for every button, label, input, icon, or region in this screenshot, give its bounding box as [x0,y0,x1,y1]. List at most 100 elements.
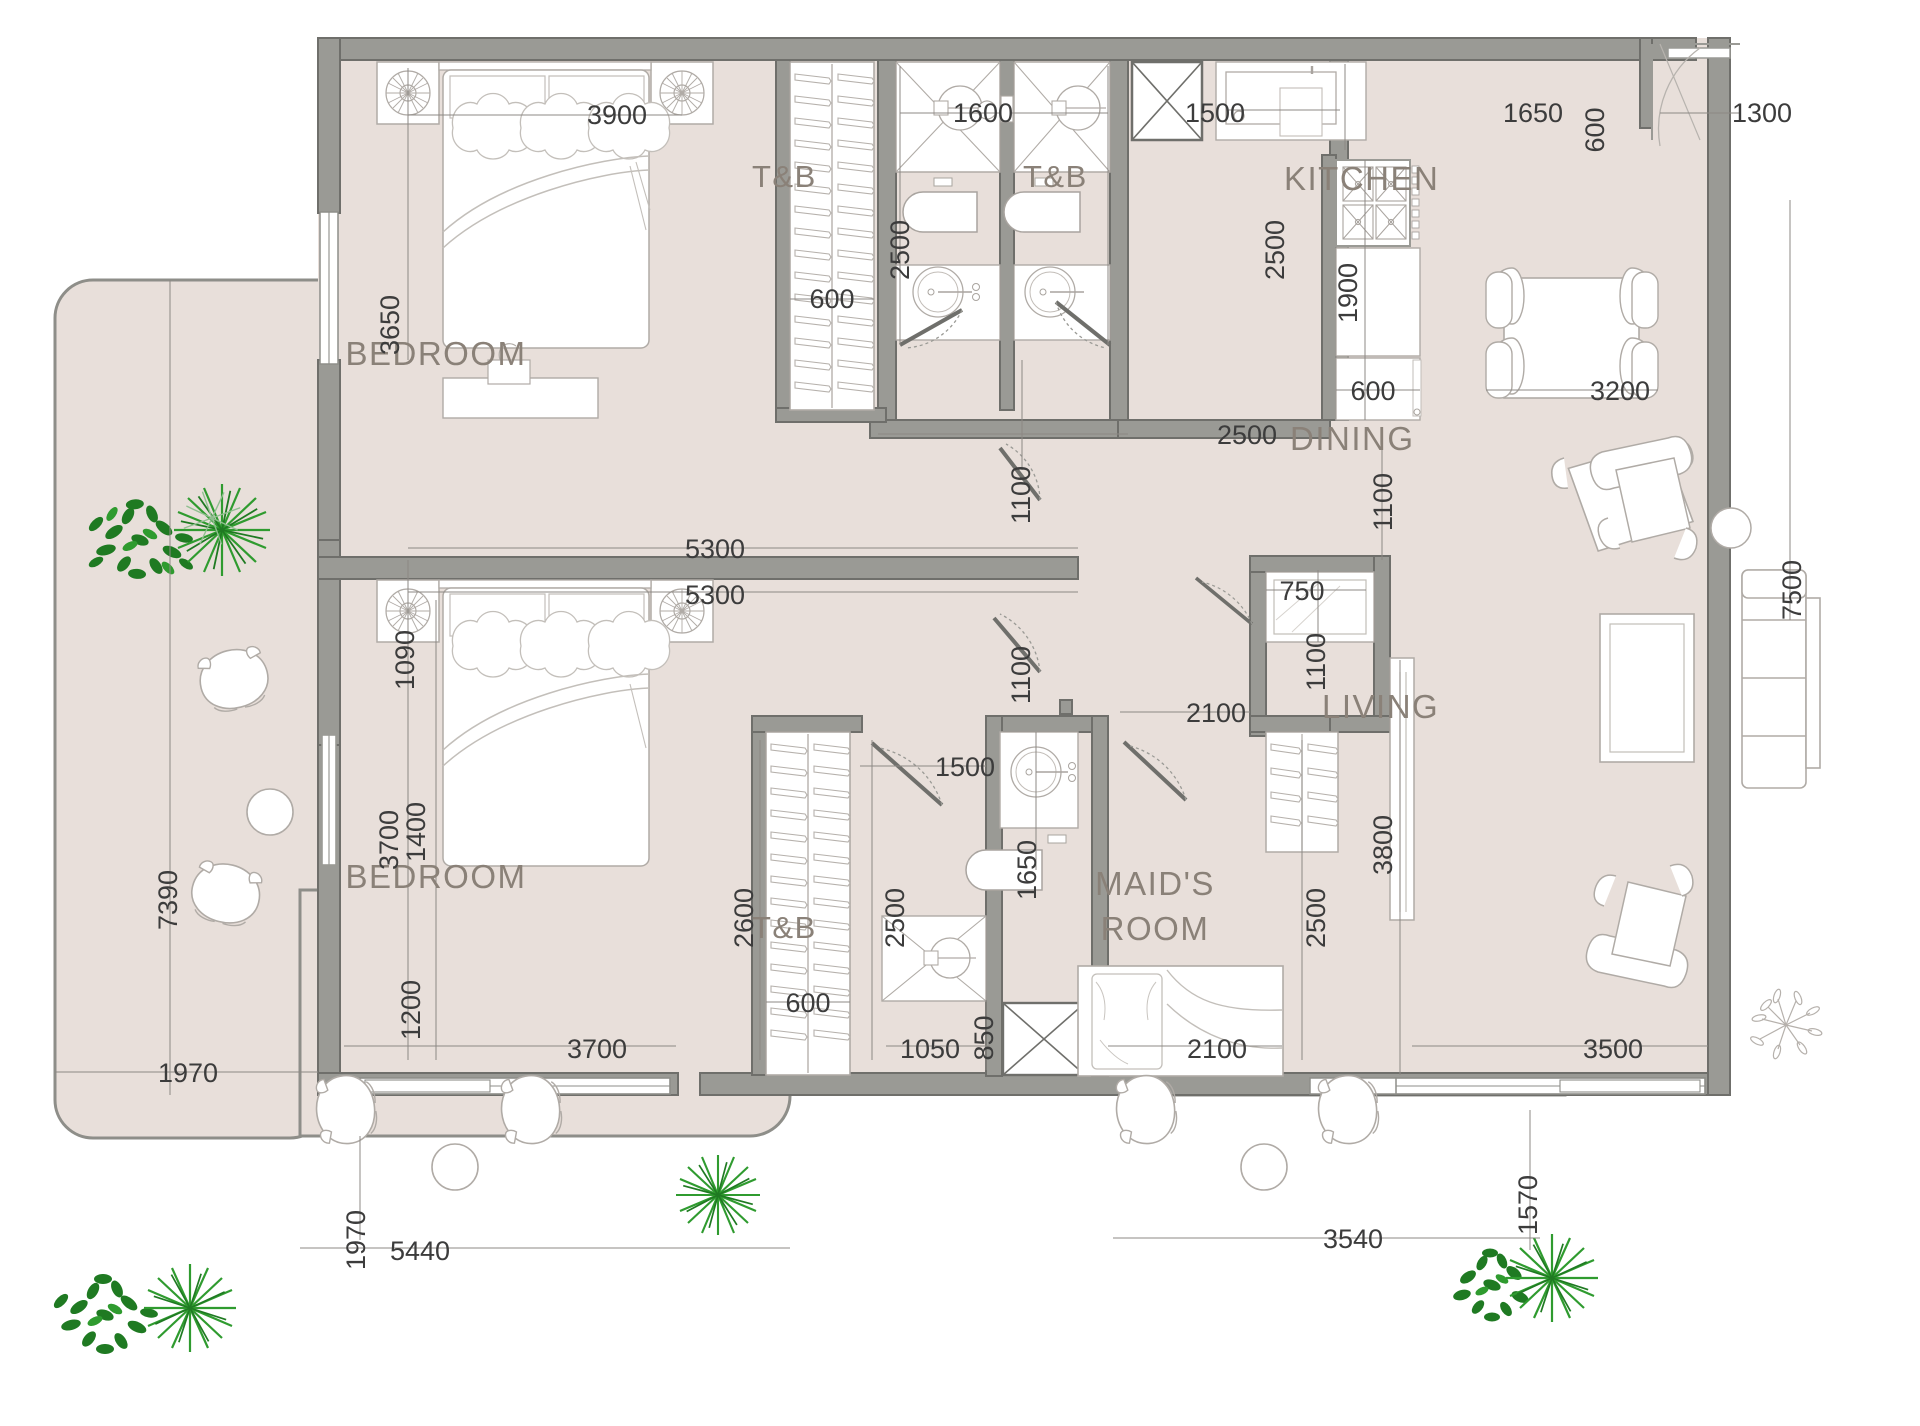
closet-second [765,731,851,1076]
terrace-furniture-bottom-left [312,1072,565,1191]
closet-master [789,61,875,411]
dim-1570-terrace: 1570 [1513,1175,1543,1235]
side-table-round [1710,507,1752,549]
corridor-doors [992,443,1042,674]
plants-group [53,484,1823,1354]
tb-1-group [895,61,1014,349]
dim-2600-closet2: 2600 [729,888,759,948]
dim-1200-bed2: 1200 [396,980,426,1040]
coffee-table [1599,613,1695,763]
dim-1400-bed2: 1400 [401,802,431,862]
dim-2500-maid-closet: 2500 [1301,888,1331,948]
dim-1600: 1600 [953,98,1013,128]
dim-600-closet2: 600 [785,988,830,1018]
dim-3800-living: 3800 [1368,815,1398,875]
door-tb3 [870,741,944,807]
toilet-tb3 [965,834,1067,891]
sink-tb1 [912,266,980,318]
terrace-side-table-bottom-left [431,1143,479,1191]
room-label-living: LIVING [1322,688,1439,725]
dim-2500-tb2: 2500 [1260,220,1290,280]
entry-door [1651,43,1740,147]
terrace-furniture-bottom-right [1112,1072,1382,1191]
sink-tb2 [1024,266,1084,318]
door-second-bedroom [992,613,1042,674]
plant-bush-upper-left [88,499,193,579]
dim-5440-terrace: 5440 [390,1236,450,1266]
terrace-side-table-bottom-right [1240,1143,1288,1191]
dim-750-storage: 750 [1279,576,1324,606]
door-maid [1122,740,1188,802]
room-label-maids-room-2: ROOM [1101,910,1210,947]
plant-sprig-living [1750,988,1823,1060]
dim-1100-door-c: 1100 [1006,646,1036,704]
walls [317,37,1731,1096]
dim-600-closet-top: 600 [809,284,854,314]
dim-1500-tb3: 1500 [935,752,995,782]
dim-2100-maid-top: 2100 [1186,698,1246,728]
dim-3700-bottom: 3700 [567,1034,627,1064]
dim-1970-left: 1970 [158,1058,218,1088]
lamp-icon-right-2 [659,588,705,634]
room-label-tb-3: T&B [752,910,817,945]
door-tb1 [899,308,963,349]
dim-3700-bed2: 3700 [374,810,404,870]
living-group [1550,435,1821,989]
plant-palm-lower-left [144,1264,236,1352]
tb-3-group [870,731,1087,1077]
dim-1970-v: 1970 [341,1210,371,1270]
dimension-labels: 3900 3650 600 1600 2500 1500 2500 1650 6… [153,98,1807,1270]
dim-3650: 3650 [375,295,405,355]
dim-2500-tb1: 2500 [885,220,915,280]
window-second-bedroom [321,734,337,866]
dimension-lines [55,64,1791,1250]
kitchen-group [1130,60,1422,421]
dim-2500-hall: 2500 [1217,420,1277,450]
dining-table [1503,277,1640,399]
armchair-living-lower [1585,863,1694,989]
door-master-bedroom [998,443,1042,502]
armchair-living-upper-body [1589,435,1698,561]
bed-second [438,579,671,867]
room-label-tb-2: T&B [1023,159,1088,194]
dim-1050-tb3: 1050 [900,1034,960,1064]
room-label-bedroom-second: BEDROOM [345,858,526,895]
dim-1300-entry: 1300 [1732,98,1792,128]
dim-2100-maid-bot: 2100 [1187,1034,1247,1064]
dim-3200-dining: 3200 [1590,376,1650,406]
shower-valve-tb1 [977,95,1014,123]
dim-1100-storage: 1100 [1301,633,1331,691]
dim-1650-tb3: 1650 [1012,840,1042,900]
door-storage [1194,576,1254,626]
plant-bush-lower-left [53,1274,158,1354]
bed-master [438,61,671,349]
toilet-tb2 [1003,177,1081,233]
dim-1100-door-b: 1100 [1368,473,1398,531]
dining-chair [1485,267,1659,399]
dim-7390-terrace: 7390 [153,870,183,930]
room-label-bedroom-master: BEDROOM [345,335,526,372]
plant-palm-mid-bottom [676,1155,760,1235]
plant-palm-upper-left [174,484,270,576]
bed-maid [1077,965,1284,1077]
dim-7500-living: 7500 [1777,560,1807,620]
dim-600-kitchen-v: 600 [1580,107,1610,152]
lamp-icon-right [659,70,705,116]
dim-3900: 3900 [587,100,647,130]
room-label-tb-1: T&B [752,159,817,194]
kitchen-cabinet-upper [1335,247,1421,357]
tb-2-group [1003,61,1112,349]
dim-1090: 1090 [390,630,420,690]
door-tb2 [1054,300,1112,349]
dim-1650-kitchen: 1650 [1503,98,1563,128]
room-label-kitchen: KITCHEN [1284,160,1439,197]
dim-600-kitchen-bottom: 600 [1350,376,1395,406]
cooktop [1335,159,1420,247]
plant-bush-lower-right [1453,1248,1529,1322]
dim-3500-living: 3500 [1583,1034,1643,1064]
dim-2500-tb3: 2500 [880,888,910,948]
dining-group [1485,267,1659,399]
terrace-furniture-left [184,641,294,932]
